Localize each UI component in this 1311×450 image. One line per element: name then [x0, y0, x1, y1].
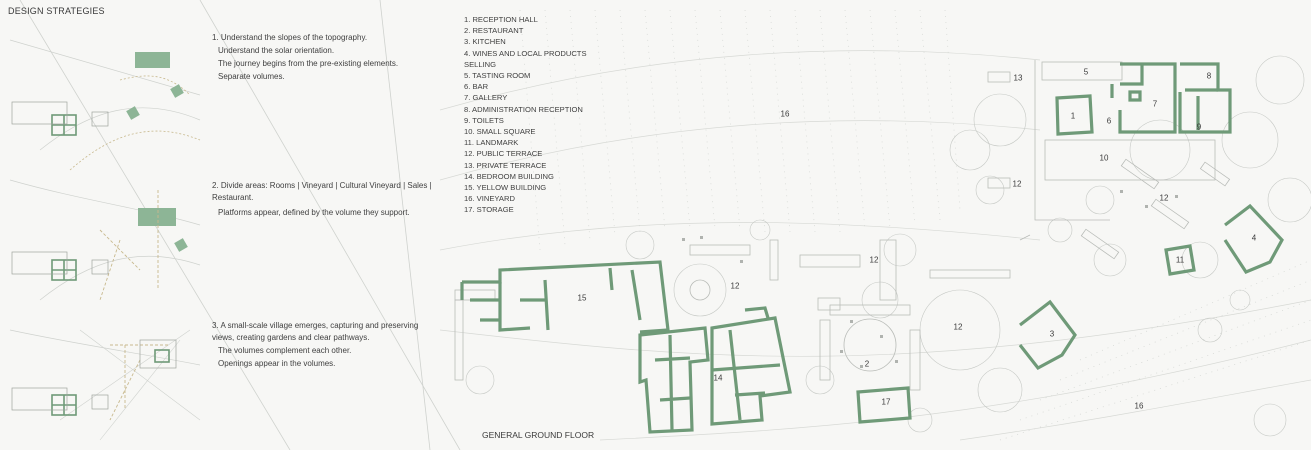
plan-label-8: 8 [1206, 71, 1212, 81]
legend-item: 16. VINEYARD [464, 194, 515, 204]
strategy-diagram-3 [9, 329, 201, 441]
plan-label-12: 12 [1012, 179, 1022, 189]
strategy-step-1: 1. Understand the slopes of the topograp… [212, 32, 432, 84]
plan-label-4: 4 [1251, 233, 1257, 243]
plan-caption: GENERAL GROUND FLOOR [482, 430, 595, 440]
legend-item: 11. LANDMARK [464, 138, 519, 148]
plan-label-12: 12 [1159, 193, 1169, 203]
plan-label-6: 6 [1106, 116, 1112, 126]
strategy-1-line-2: Understand the solar orientation. [218, 46, 335, 55]
plan-label-16: 16 [780, 109, 790, 119]
site-plan [439, 9, 1311, 441]
legend-item: 17. STORAGE [464, 205, 514, 215]
legend-item: 8. ADMINISTRATION RECEPTION [464, 104, 583, 114]
plan-label-14: 14 [713, 373, 723, 383]
legend-item: 14. BEDROOM BUILDING [464, 171, 554, 181]
plan-label-17: 17 [881, 397, 891, 407]
legend-item: 13. PRIVATE TERRACE [464, 160, 547, 170]
strategy-3-line-2: The volumes complement each other. [218, 346, 352, 355]
plan-label-7: 7 [1152, 99, 1158, 109]
plan-label-11: 11 [1175, 255, 1185, 265]
legend-item: 15. YELLOW BUILDING [464, 183, 547, 193]
plan-label-5: 5 [1083, 67, 1089, 77]
plan-legend: 1. RECEPTION HALL 2. RESTAURANT 3. KITCH… [464, 14, 589, 216]
legend-item: 6. BAR [464, 82, 489, 92]
strategy-2-line-2: Platforms appear, defined by the volume … [218, 208, 410, 217]
legend-item: 2. RESTAURANT [464, 26, 524, 36]
strategy-1-line-1: 1. Understand the slopes of the topograp… [212, 33, 368, 42]
strategy-diagram-2 [9, 179, 201, 301]
plan-label-1: 1 [1070, 111, 1076, 121]
strategy-step-3: 3. A small-scale village emerges, captur… [212, 320, 432, 371]
plan-label-10: 10 [1099, 153, 1109, 163]
plan-label-13: 13 [1013, 73, 1023, 83]
strategy-3-line-3: Openings appear in the volumes. [218, 359, 336, 368]
strategy-diagram-1 [9, 39, 201, 171]
legend-item: 1. RECEPTION HALL [464, 15, 538, 24]
plan-label-3: 3 [1049, 329, 1055, 339]
plan-label-16: 16 [1134, 401, 1144, 411]
legend-item: 3. KITCHEN [464, 37, 506, 47]
legend-item: 12. PUBLIC TERRACE [464, 149, 543, 159]
strategy-3-line-1: 3. A small-scale village emerges, captur… [212, 321, 419, 342]
section-title: DESIGN STRATEGIES [8, 6, 105, 16]
strategy-1-line-4: Separate volumes. [218, 72, 285, 81]
plan-label-9: 9 [1196, 122, 1202, 132]
legend-item: 10. SMALL SQUARE [464, 127, 536, 137]
legend-item: 5. TASTING ROOM [464, 71, 531, 81]
plan-label-12: 12 [730, 281, 740, 291]
legend-item: 4. WINES AND LOCAL PRODUCTS SELLING [464, 48, 587, 69]
plan-label-15: 15 [577, 293, 587, 303]
legend-item: 9. TOILETS [464, 115, 504, 125]
plan-label-12: 12 [869, 255, 879, 265]
plan-label-2: 2 [864, 359, 870, 369]
legend-item: 7. GALLERY [464, 93, 508, 103]
plan-label-12: 12 [953, 322, 963, 332]
strategy-step-2: 2. Divide areas: Rooms | Vineyard | Cult… [212, 180, 432, 220]
strategy-2-line-1: 2. Divide areas: Rooms | Vineyard | Cult… [212, 181, 432, 202]
strategy-1-line-3: The journey begins from the pre-existing… [218, 59, 399, 68]
